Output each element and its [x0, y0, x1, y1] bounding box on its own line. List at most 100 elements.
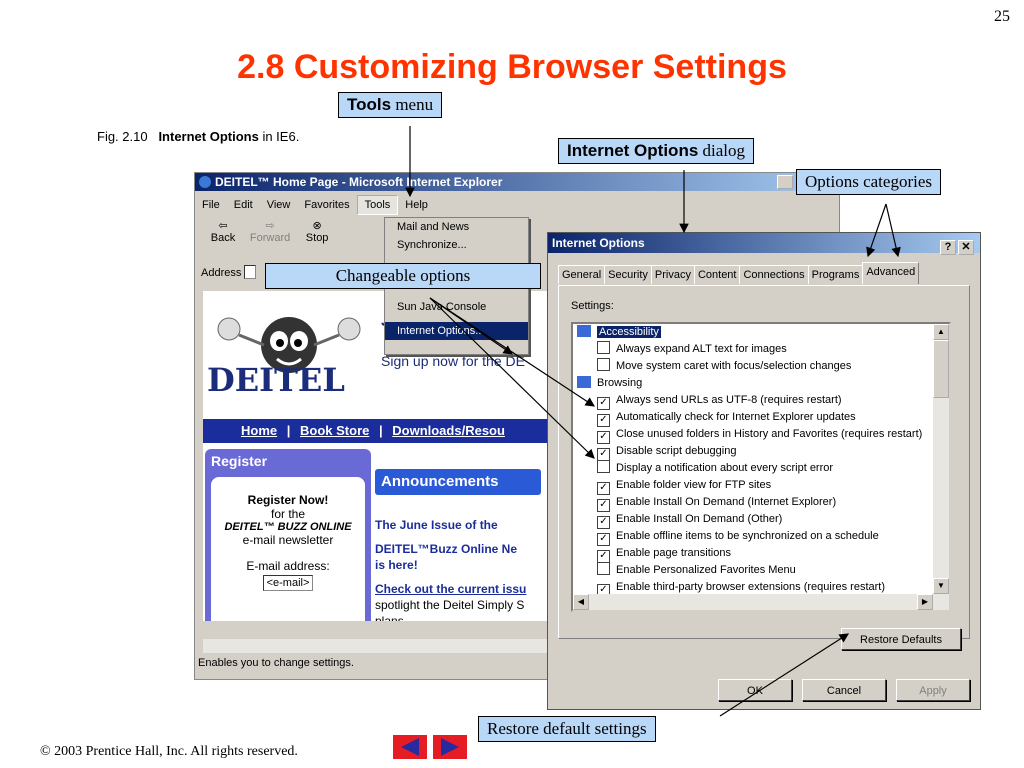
- register-panel: Register Register Now! for the DEITEL™ B…: [205, 449, 371, 621]
- horizontal-scrollbar[interactable]: [203, 639, 559, 653]
- checkbox-checked-icon[interactable]: ✓: [597, 431, 610, 444]
- restore-defaults-button[interactable]: Restore Defaults: [841, 628, 961, 650]
- cancel-button[interactable]: Cancel: [802, 679, 886, 701]
- tab-advanced[interactable]: Advanced: [862, 262, 920, 284]
- settings-item-label: Move system caret with focus/selection c…: [616, 360, 852, 372]
- menu-edit[interactable]: Edit: [233, 199, 253, 211]
- nav-bookstore[interactable]: Book Store: [300, 423, 370, 438]
- tab-privacy[interactable]: Privacy: [650, 265, 695, 284]
- previous-slide-button[interactable]: [393, 735, 427, 759]
- callout-restore-defaults: Restore default settings: [478, 716, 656, 742]
- settings-item-label: Disable script debugging: [616, 445, 737, 457]
- checkbox-checked-icon[interactable]: ✓: [597, 533, 610, 546]
- checkbox-icon[interactable]: [597, 460, 610, 473]
- checkbox-icon[interactable]: [597, 358, 610, 371]
- settings-item-label: Accessibility: [597, 326, 661, 338]
- apply-button[interactable]: Apply: [896, 679, 970, 701]
- web-page-content: DEITEL JI Sign up now for the DE Home | …: [203, 291, 559, 621]
- menu-item-java-console[interactable]: Sun Java Console: [397, 301, 487, 313]
- buzz-line: DEITEL™Buzz Online Ne: [375, 542, 518, 556]
- ie-toolbar: ⇦Back ⇨Forward ⊗Stop: [195, 219, 839, 261]
- nav-bar: Home | Book Store | Downloads/Resou: [203, 419, 559, 443]
- checkbox-checked-icon[interactable]: ✓: [597, 448, 610, 461]
- settings-item-label: Browsing: [597, 377, 643, 389]
- email-input[interactable]: <e-mail>: [262, 575, 314, 591]
- category-icon: [577, 376, 591, 388]
- settings-item-label: Close unused folders in History and Favo…: [616, 428, 923, 440]
- menu-item-synchronize[interactable]: Synchronize...: [397, 239, 467, 251]
- deitel-logo: [209, 297, 369, 422]
- back-button[interactable]: ⇦Back: [201, 219, 245, 244]
- tab-connections[interactable]: Connections: [739, 265, 809, 284]
- scroll-right-icon[interactable]: ▶: [917, 594, 933, 610]
- tab-content[interactable]: Content: [693, 265, 741, 284]
- menu-file[interactable]: File: [202, 199, 220, 211]
- stop-icon: ⊗: [312, 220, 322, 232]
- help-button[interactable]: ?: [940, 240, 956, 255]
- signup-text[interactable]: Sign up now for the DE: [381, 353, 525, 369]
- callout-io-text: dialog: [702, 141, 746, 160]
- menu-tools[interactable]: Tools: [356, 195, 399, 215]
- callout-io-bold: Internet Options: [567, 141, 699, 160]
- nav-downloads[interactable]: Downloads/Resou: [392, 423, 505, 438]
- settings-option[interactable]: ✓Enable third-party browser extensions (…: [573, 579, 935, 597]
- checkbox-checked-icon[interactable]: ✓: [597, 499, 610, 512]
- next-slide-button[interactable]: [433, 735, 467, 759]
- nav-home[interactable]: Home: [241, 423, 278, 438]
- settings-option[interactable]: Enable Personalized Favorites Menu: [573, 562, 935, 579]
- callout-tools-menu: Tools menu: [338, 92, 443, 118]
- settings-option[interactable]: ✓Enable page transitions: [573, 545, 935, 563]
- settings-category[interactable]: Accessibility: [573, 324, 935, 341]
- settings-option[interactable]: Display a notification about every scrip…: [573, 460, 935, 477]
- forward-label: Forward: [249, 232, 291, 244]
- plans-line: plans.: [375, 614, 408, 621]
- settings-option[interactable]: ✓Automatically check for Internet Explor…: [573, 409, 935, 427]
- settings-option[interactable]: ✓Enable folder view for FTP sites: [573, 477, 935, 495]
- stop-label: Stop: [305, 232, 329, 244]
- ok-button[interactable]: OK: [718, 679, 792, 701]
- forward-arrow-icon: ⇨: [265, 220, 275, 232]
- checkbox-checked-icon[interactable]: ✓: [597, 482, 610, 495]
- settings-option[interactable]: ✓Enable Install On Demand (Internet Expl…: [573, 494, 935, 512]
- settings-category[interactable]: Browsing: [573, 375, 935, 392]
- address-input[interactable]: [244, 265, 257, 279]
- check-out-link[interactable]: Check out the current issu: [375, 582, 527, 596]
- scroll-down-icon[interactable]: ▼: [933, 578, 949, 594]
- settings-option[interactable]: Move system caret with focus/selection c…: [573, 358, 935, 375]
- settings-option[interactable]: ✓Enable offline items to be synchronized…: [573, 528, 935, 546]
- menu-favorites[interactable]: Favorites: [304, 199, 350, 211]
- tab-security[interactable]: Security: [604, 265, 652, 284]
- stop-button[interactable]: ⊗Stop: [295, 219, 339, 244]
- checkbox-checked-icon[interactable]: ✓: [597, 516, 610, 529]
- tab-general[interactable]: General: [558, 265, 606, 284]
- category-icon: [577, 325, 591, 337]
- close-button[interactable]: ✕: [958, 240, 974, 255]
- menu-item-internet-options[interactable]: Internet Options...: [385, 322, 528, 340]
- menu-item-mail-news[interactable]: Mail and News: [397, 221, 470, 233]
- minimize-button[interactable]: [777, 175, 793, 189]
- checkbox-icon[interactable]: [597, 562, 610, 575]
- settings-option[interactable]: ✓ Always send URLs as UTF-8 (requires res…: [573, 392, 935, 410]
- callout-changeable-options: Changeable options: [265, 263, 541, 289]
- settings-option[interactable]: ✓Enable Install On Demand (Other): [573, 511, 935, 529]
- checkbox-icon[interactable]: [597, 341, 610, 354]
- scroll-up-icon[interactable]: ▲: [933, 324, 949, 340]
- settings-option[interactable]: ✓ Close unused folders in History and Fav…: [573, 426, 935, 444]
- checkbox-checked-icon[interactable]: ✓: [597, 397, 610, 410]
- settings-option[interactable]: ✓ Disable script debugging: [573, 443, 935, 461]
- menu-view[interactable]: View: [266, 199, 291, 211]
- tab-programs[interactable]: Programs: [807, 265, 864, 284]
- settings-hscroll[interactable]: ◀ ▶: [573, 594, 949, 610]
- settings-item-label: Always send URLs as UTF-8 (requires rest…: [616, 394, 842, 406]
- scroll-thumb[interactable]: [933, 340, 949, 398]
- dialog-titlebar: Internet Options ?✕: [548, 233, 980, 255]
- callout-internet-options-dialog: Internet Options dialog: [558, 138, 755, 164]
- settings-option[interactable]: Always expand ALT text for images: [573, 341, 935, 358]
- deitel-bug-icon: [217, 317, 361, 373]
- menu-help[interactable]: Help: [405, 199, 428, 211]
- vertical-scrollbar[interactable]: ▲ ▼: [933, 324, 949, 594]
- scroll-left-icon[interactable]: ◀: [573, 594, 589, 610]
- forward-button[interactable]: ⇨Forward: [248, 219, 292, 244]
- checkbox-checked-icon[interactable]: ✓: [597, 414, 610, 427]
